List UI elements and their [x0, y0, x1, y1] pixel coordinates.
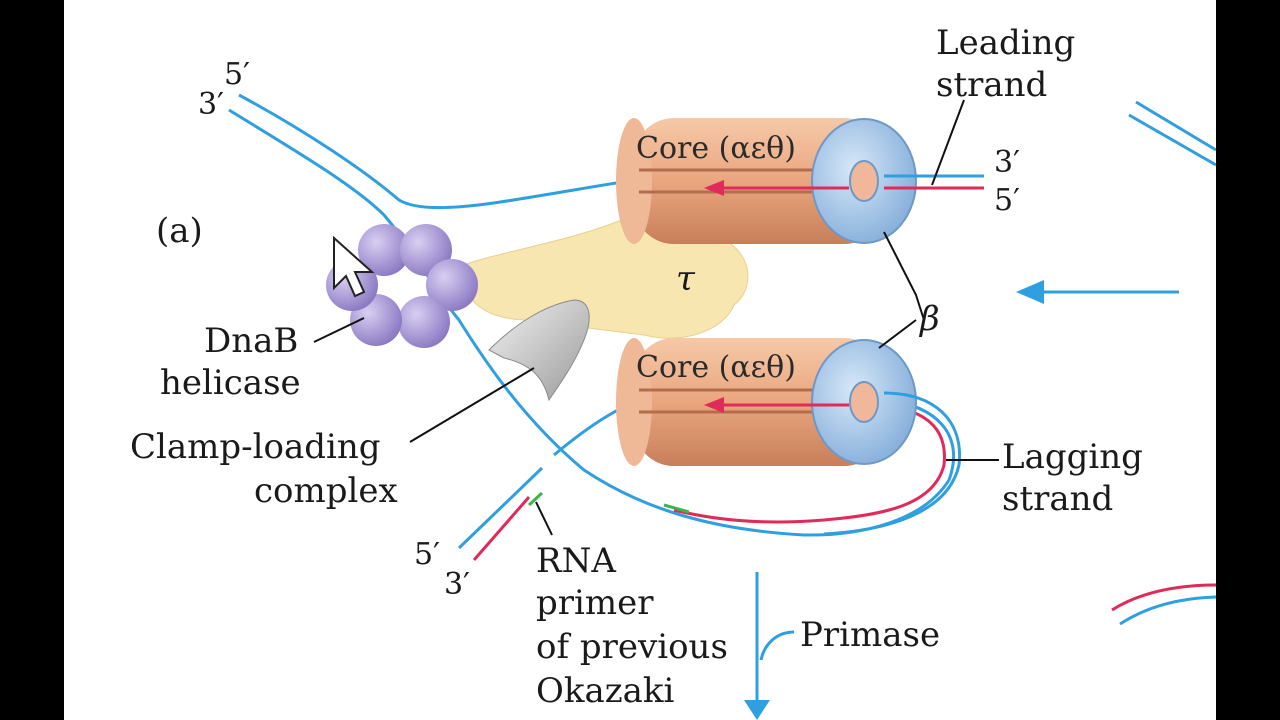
panel-label: (a): [156, 211, 203, 251]
leader-leading-strand: [931, 99, 965, 186]
parental-strand-top-inner: [228, 108, 955, 537]
diagram-canvas: (a) 5′ 3′ Leading strand 3′ 5′ Core (αεθ…: [64, 0, 1216, 720]
primase-arrowhead: [744, 700, 770, 720]
leading-strand-label-2: strand: [936, 65, 1047, 105]
leader-primase: [759, 630, 795, 661]
rna-primer-label-2: primer: [536, 583, 654, 623]
rna-primer-label-4: Okazaki: [536, 671, 675, 711]
core-top-label: Core (αεθ): [636, 131, 796, 166]
previous-okazaki-new: [472, 496, 531, 561]
primase-label: Primase: [800, 615, 940, 655]
tau-label: τ: [676, 259, 696, 299]
leading-strand-label-1: Leading: [936, 23, 1075, 63]
replication-fork-diagram: (a) 5′ 3′ Leading strand 3′ 5′ Core (αεθ…: [130, 23, 1216, 720]
dnab-helicase: [326, 224, 478, 348]
end-label-leading-5: 5′: [994, 183, 1020, 218]
leader-rna-primer: [535, 501, 553, 536]
beta-label: β: [918, 299, 940, 339]
right-strand-top-a: [1135, 100, 1216, 152]
end-label-leading-3: 3′: [994, 145, 1020, 180]
lagging-new-strand-loop: [673, 403, 946, 524]
end-label-top-3: 3′: [198, 87, 224, 122]
clamp-loading-complex: [488, 299, 590, 402]
lagging-strand-label-1: Lagging: [1002, 437, 1143, 477]
lagging-template-loop: [823, 391, 962, 536]
clamp-loader-label-1: Clamp-loading: [130, 427, 381, 467]
right-strand-bottom-blue: [1119, 595, 1216, 626]
mouse-cursor-icon: [333, 235, 375, 298]
lagging-strand-label-2: strand: [1002, 479, 1113, 519]
previous-okazaki-template: [457, 466, 544, 550]
okazaki-primer-new: [663, 503, 690, 514]
core-bottom-label: Core (αεθ): [636, 350, 796, 385]
rna-primer-label-1: RNA: [536, 541, 616, 581]
leader-helicase: [313, 317, 365, 343]
end-label-bottom-3: 3′: [444, 567, 470, 602]
clamp-loader-label-2: complex: [254, 471, 398, 511]
helicase-label-2: helicase: [160, 363, 301, 403]
fork-direction-arrowhead: [1016, 280, 1044, 304]
leader-beta: [878, 231, 925, 349]
end-label-bottom-5: 5′: [414, 537, 440, 572]
end-label-top-5: 5′: [224, 57, 250, 92]
beta-clamp-top: [811, 118, 917, 244]
lagging-arrowhead: [704, 397, 724, 413]
helicase-label-1: DnaB: [204, 321, 298, 361]
beta-clamp-bottom: [811, 339, 917, 465]
previous-okazaki-primer: [527, 491, 544, 507]
rna-primer-label-3: of previous: [536, 627, 728, 667]
right-strand-bottom-red: [1111, 583, 1216, 612]
right-strand-top-b: [1128, 113, 1216, 167]
leader-clamp-loader: [409, 367, 535, 443]
leading-arrowhead: [704, 180, 724, 196]
